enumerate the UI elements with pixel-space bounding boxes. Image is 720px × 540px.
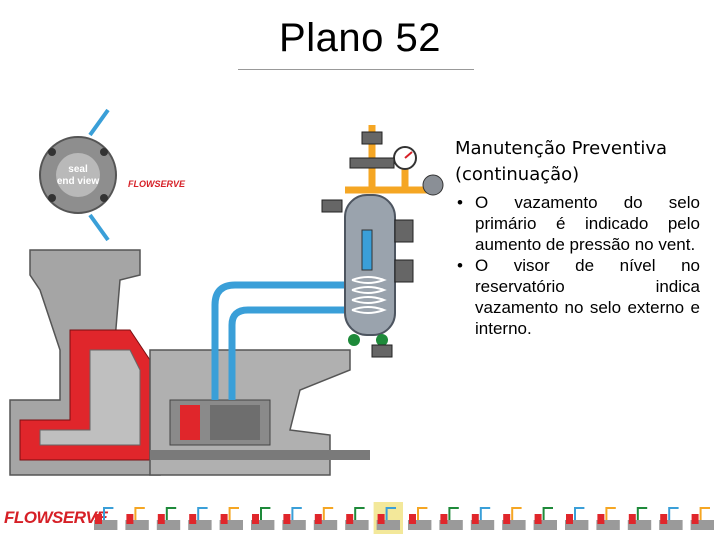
plan-thumbnail[interactable] [188,507,212,530]
plan-thumbnail[interactable] [470,507,495,530]
bullet-item: • O visor de nível no reservatório indica… [455,255,700,339]
plan-thumbnail[interactable] [345,507,369,530]
bullet-dot: • [457,256,463,275]
panel-heading-line2: (continuação) [455,164,580,185]
plan-thumbnail[interactable] [94,507,118,530]
plan-thumbnail[interactable] [659,507,683,530]
text-panel: Manutenção Preventiva (continuação) • O v… [455,136,700,339]
footer: FLOWSERVE [0,496,720,540]
pressure-switch [422,174,444,196]
plan-thumbnail[interactable] [502,507,526,530]
plan-thumbnail[interactable] [282,507,306,530]
plan-thumbnail[interactable] [219,507,243,530]
bullet-text: O vazamento do selo primário é indicado … [475,193,700,254]
flowserve-logo: FLOWSERVE [4,508,108,527]
bearing-housing [149,349,370,476]
plan-thumbnail[interactable] [533,507,557,530]
blue-pipes [211,281,345,400]
plan-thumbnail[interactable] [251,507,275,530]
plan-thumbnail[interactable] [439,507,463,530]
plan-thumbnail[interactable] [408,507,432,530]
bullet-text: O visor de nível no reservatório indica … [475,256,700,338]
seal-reservoir [344,194,396,346]
plan-thumbnail[interactable] [313,507,338,530]
seal-label-1: seal [68,164,88,175]
panel-heading-line1: Manutenção Preventiva [455,138,668,159]
diagram-brand-label: FLOWSERVE [128,179,186,189]
plan-thumbnail[interactable] [156,507,181,530]
plan-52-diagram: seal end view FLOWSERVE [9,108,444,476]
seal-label-2: end view [57,176,99,187]
seal-end-view-badge: seal end view [39,108,117,242]
bullet-item: • O vazamento do selo primário é indicado… [455,192,700,255]
slide-title: Plano 52 [279,16,441,60]
title-underline [238,69,474,70]
panel-heading: Manutenção Preventiva (continuação) [455,136,700,188]
plan-thumbnail[interactable] [596,507,620,530]
bullet-list: • O vazamento do selo primário é indicado… [455,192,700,339]
plan-thumbnail[interactable] [565,507,589,530]
pump-casing [9,249,161,476]
valves [321,131,414,358]
plan-thumbnail[interactable] [627,507,652,530]
plan-thumbnail-strip [94,502,714,534]
plan-thumbnail[interactable] [125,507,149,530]
bullet-dot: • [457,193,463,212]
plan-thumbnail-current[interactable] [373,502,403,534]
plan-thumbnail[interactable] [690,507,714,530]
pressure-gauge [393,146,417,170]
